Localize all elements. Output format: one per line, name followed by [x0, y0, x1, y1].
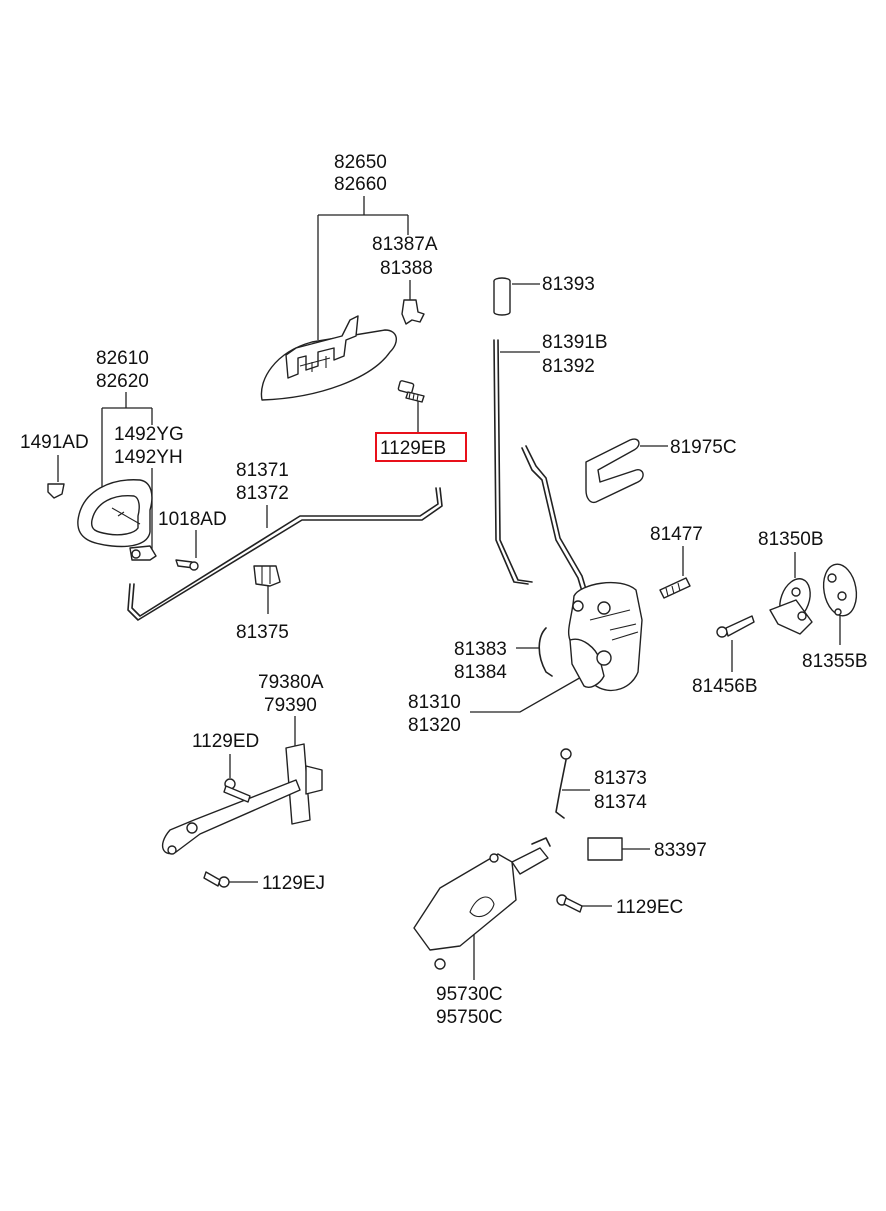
door-checker: [161, 743, 323, 855]
label-81371[interactable]: 81371: [236, 460, 289, 481]
label-81384[interactable]: 81384: [454, 662, 507, 683]
bolt-1129ej: [203, 871, 230, 888]
label-81388[interactable]: 81388: [380, 258, 433, 279]
striker-screw: [716, 615, 755, 638]
lock-rod: [493, 339, 533, 585]
trim-clip: [47, 483, 65, 499]
door-lock-actuator: [413, 837, 551, 970]
rod-holder-bracket: [585, 438, 644, 504]
latch-screw: [659, 577, 691, 599]
label-1129ec[interactable]: 1129EC: [616, 897, 683, 918]
label-83397[interactable]: 83397: [654, 840, 707, 861]
label-1129eb[interactable]: 1129EB: [380, 438, 446, 459]
label-79380a[interactable]: 79380A: [258, 672, 324, 693]
door-striker: [769, 578, 813, 635]
label-81355b[interactable]: 81355B: [802, 651, 868, 672]
label-82660[interactable]: 82660: [334, 174, 387, 195]
label-81392[interactable]: 81392: [542, 356, 595, 377]
label-81374[interactable]: 81374: [594, 792, 647, 813]
label-81383[interactable]: 81383: [454, 639, 507, 660]
callout-labels: 82650 82660 81387A 81388 81393 81391B 81…: [20, 152, 868, 1028]
door-latch-assembly: [567, 581, 643, 691]
label-82620[interactable]: 82620: [96, 371, 149, 392]
label-81350b[interactable]: 81350B: [758, 529, 824, 550]
highlight-box: [375, 432, 467, 462]
actuator-rod: [555, 748, 572, 819]
bolt-1129ed: [223, 778, 251, 803]
label-81372[interactable]: 81372: [236, 483, 289, 504]
inside-handle-rod: [127, 487, 443, 621]
latch-rod: [521, 445, 589, 599]
cover-83397: [587, 837, 623, 861]
label-81975c[interactable]: 81975C: [670, 437, 737, 458]
label-81320[interactable]: 81320: [408, 715, 461, 736]
bolt-1129eb: [397, 380, 425, 403]
label-81391b[interactable]: 81391B: [542, 332, 608, 353]
label-81456b[interactable]: 81456B: [692, 676, 758, 697]
handle-clip: [401, 299, 425, 325]
inside-door-handle: [77, 479, 153, 548]
label-81375[interactable]: 81375: [236, 622, 289, 643]
outside-door-handle: [260, 315, 397, 401]
screw-1018ad: [175, 559, 199, 571]
label-81387a[interactable]: 81387A: [372, 234, 438, 255]
bolt-1129ec: [556, 894, 583, 913]
lock-pin: [493, 277, 511, 316]
label-1492yh[interactable]: 1492YH: [114, 447, 183, 468]
label-81373[interactable]: 81373: [594, 768, 647, 789]
label-1492yg[interactable]: 1492YG: [114, 424, 184, 445]
latch-spring: [538, 627, 553, 677]
label-81310[interactable]: 81310: [408, 692, 461, 713]
label-82650[interactable]: 82650: [334, 152, 387, 173]
label-82610[interactable]: 82610: [96, 348, 149, 369]
label-1018ad[interactable]: 1018AD: [158, 509, 227, 530]
rod-clip: [253, 565, 281, 587]
label-81393[interactable]: 81393: [542, 274, 595, 295]
label-79390[interactable]: 79390: [264, 695, 317, 716]
label-81477[interactable]: 81477: [650, 524, 703, 545]
handle-bracket: [129, 545, 157, 561]
striker-shim: [822, 563, 858, 617]
label-95750c[interactable]: 95750C: [436, 1007, 503, 1028]
leader-lines: [57, 196, 841, 980]
label-95730c[interactable]: 95730C: [436, 984, 503, 1005]
label-1491ad[interactable]: 1491AD: [20, 432, 89, 453]
label-1129ed[interactable]: 1129ED: [192, 731, 259, 752]
label-1129ej[interactable]: 1129EJ: [262, 873, 325, 894]
